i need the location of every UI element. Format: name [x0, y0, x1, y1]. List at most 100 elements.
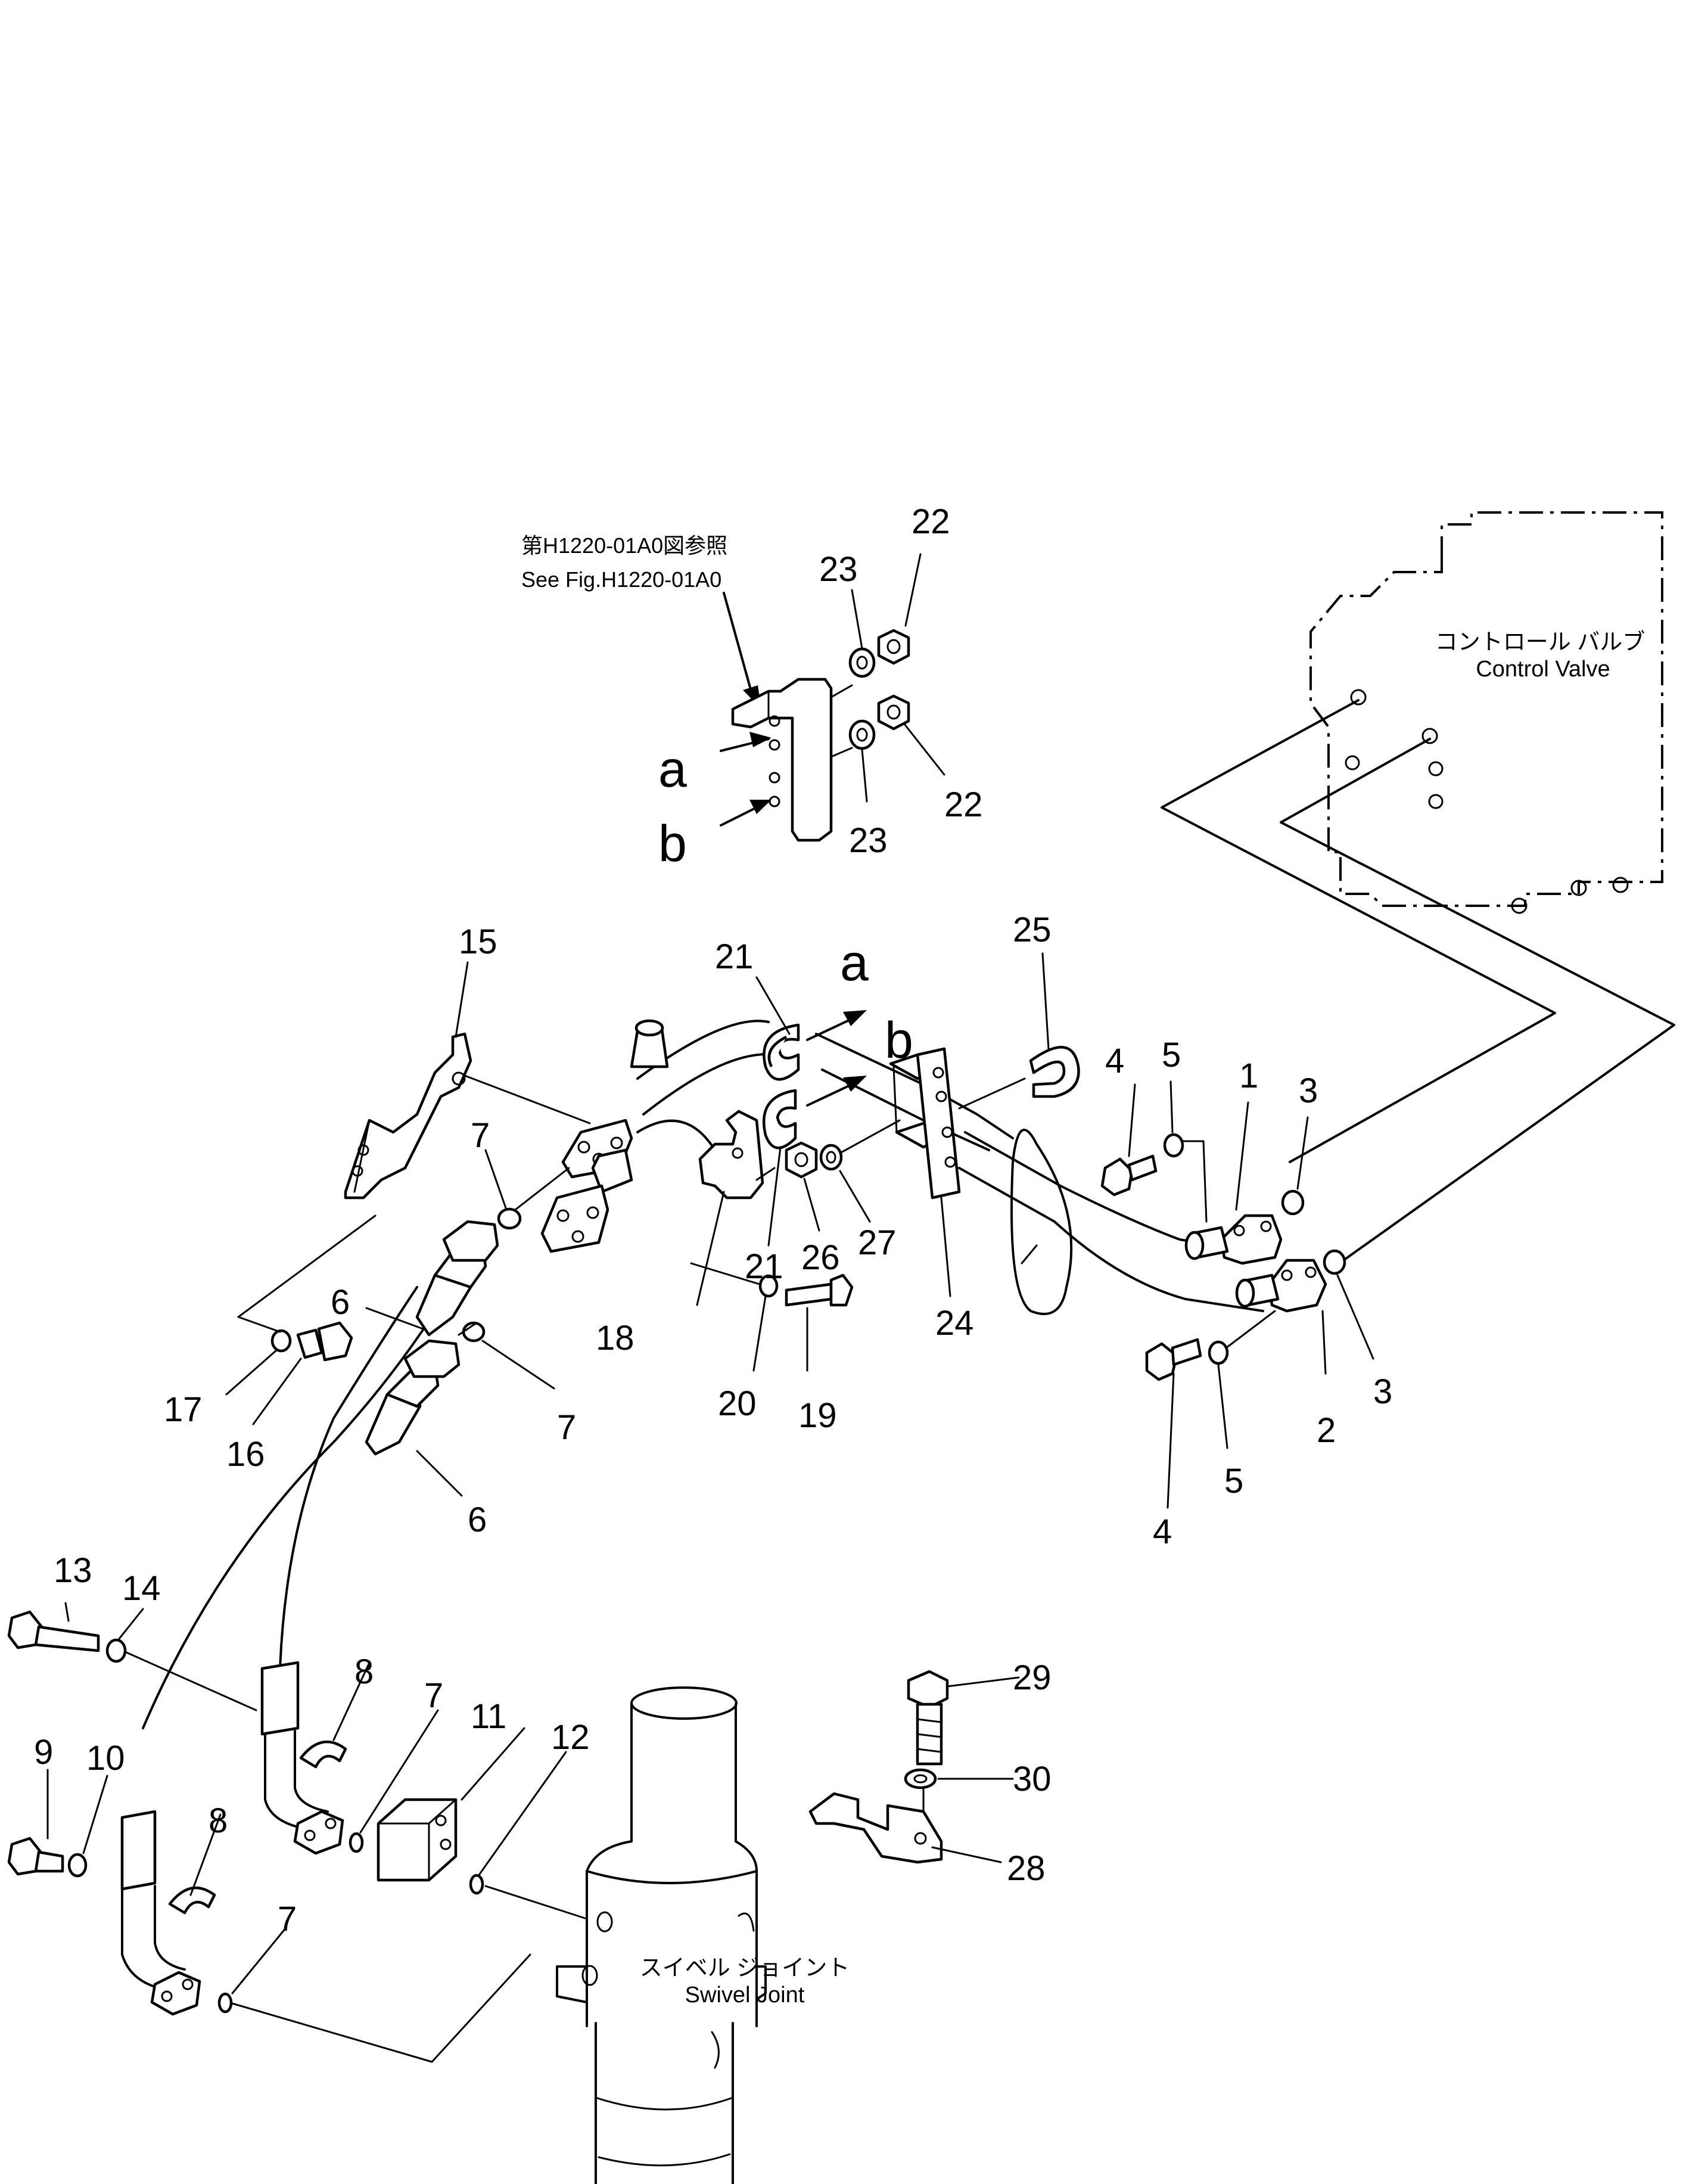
- o-ring-7-bottom: [217, 1992, 233, 2014]
- callout-3-lower: 3: [1373, 1372, 1392, 1411]
- callout-8-upper: 8: [354, 1652, 374, 1691]
- callout-1: 1: [1239, 1057, 1258, 1095]
- washer-20: [758, 1274, 779, 1298]
- reference-note-jp: 第H1220-01A0図参照: [521, 533, 727, 558]
- bolt-16: [296, 1328, 323, 1359]
- callout-7-center: 7: [471, 1116, 490, 1155]
- half-flange-8-lower: [168, 1886, 216, 1915]
- callout-23-upper: 23: [819, 550, 858, 589]
- bracket-detail: 第H1220-01A0図参照 See Fig.H1220-01A0 a b: [521, 533, 945, 872]
- callout-9: 9: [34, 1733, 53, 1772]
- washer-27: [819, 1144, 843, 1171]
- control-valve-label-en: Control Valve: [1476, 657, 1610, 682]
- callout-5-upper: 5: [1162, 1036, 1181, 1074]
- hose-end-lower: [120, 1810, 157, 1891]
- bolt-19: [785, 1282, 833, 1307]
- hose-end-upper: [260, 1661, 300, 1736]
- block-11: [377, 1798, 458, 1882]
- letter-a-bracket: a: [658, 741, 687, 798]
- o-ring-7-center: [497, 1207, 522, 1230]
- main-piping: a b: [142, 934, 1346, 1729]
- half-flange-8-upper: [299, 1740, 347, 1769]
- bracket-28: [808, 1792, 943, 1864]
- callout-5-lower: 5: [1224, 1462, 1243, 1500]
- callout-19: 19: [798, 1396, 837, 1435]
- bolt-4-lower: [1145, 1342, 1178, 1381]
- callout-7-bottom: 7: [278, 1900, 297, 1938]
- bolt-29-head: [907, 1670, 949, 1709]
- callout-10: 10: [86, 1739, 125, 1778]
- callout-15: 15: [459, 922, 497, 961]
- callout-11: 11: [471, 1697, 506, 1736]
- nut-22-lower: [877, 694, 910, 731]
- callout-16: 16: [226, 1435, 265, 1474]
- washer-10: [67, 1853, 88, 1878]
- callout-24: 24: [935, 1304, 974, 1343]
- letter-a-main: a: [840, 934, 869, 992]
- washer-5-upper: [1163, 1133, 1184, 1158]
- callout-21-upper: 21: [715, 937, 754, 976]
- bracket-28-group: [808, 1670, 1002, 1864]
- callout-6-upper: 6: [331, 1283, 350, 1322]
- callout-22-lower: 22: [944, 785, 983, 824]
- flange-1: [1220, 1214, 1283, 1265]
- callout-28: 28: [1007, 1849, 1046, 1888]
- swivel-joint: スイベル ジョイント Swivel Joint: [556, 1686, 850, 2184]
- u-bolt-21-lower: [762, 1089, 797, 1150]
- callout-21-lower: 21: [745, 1247, 783, 1286]
- flange-2: [1267, 1259, 1327, 1313]
- washer-14: [105, 1638, 127, 1663]
- washer-5-lower: [1208, 1340, 1229, 1365]
- reference-note-en: See Fig.H1220-01A0: [521, 567, 721, 592]
- elbow-flange-lower: [540, 1148, 633, 1253]
- callout-4-lower: 4: [1153, 1512, 1172, 1551]
- o-ring-12: [469, 1874, 484, 1895]
- callout-numbers: 1 2 3 3 4 4 5 5 6 6 7 7 7 7 8 8 9 10 11 …: [34, 502, 1392, 1938]
- callout-30: 30: [1013, 1760, 1052, 1798]
- washer-23-upper: [848, 647, 876, 678]
- callout-27: 27: [858, 1223, 897, 1262]
- o-ring-3-upper: [1281, 1189, 1305, 1216]
- callout-14: 14: [122, 1569, 161, 1608]
- callout-25: 25: [1013, 911, 1052, 949]
- callout-13: 13: [54, 1551, 92, 1590]
- clamp-plate-18: [698, 1110, 764, 1200]
- callout-3-upper: 3: [1299, 1071, 1318, 1110]
- u-bolt-25: [1029, 1046, 1080, 1098]
- callout-29: 29: [1013, 1658, 1052, 1697]
- valve-connection-lines: [1161, 699, 1675, 1262]
- o-ring-3-lower: [1323, 1249, 1346, 1275]
- bracket: [731, 678, 833, 842]
- nut-26: [785, 1141, 818, 1179]
- callout-18: 18: [596, 1319, 634, 1357]
- grommet-shield: [1010, 1129, 1073, 1315]
- callout-7-mid: 7: [424, 1676, 443, 1715]
- leader-lines: [46, 952, 1374, 1995]
- callout-20: 20: [718, 1384, 757, 1423]
- nut-22-upper: [877, 629, 910, 665]
- swivel-joint-label-jp: スイベル ジョイント: [640, 1956, 850, 1981]
- bolt-4-upper: [1100, 1157, 1134, 1197]
- callout-26: 26: [801, 1238, 840, 1277]
- washer-17: [270, 1329, 292, 1353]
- callout-6-lower: 6: [468, 1500, 487, 1539]
- callout-12: 12: [551, 1718, 590, 1757]
- lower-fittings: [7, 1610, 588, 2063]
- letter-b-bracket: b: [658, 815, 687, 872]
- callout-4-upper: 4: [1105, 1042, 1124, 1080]
- callout-23-lower: 23: [849, 821, 888, 860]
- callout-17: 17: [164, 1390, 203, 1429]
- callout-2: 2: [1317, 1411, 1336, 1450]
- control-valve: コントロール バルブ Control Valve: [1309, 511, 1663, 914]
- callout-7-left: 7: [557, 1408, 576, 1447]
- o-ring-7-mid: [349, 1832, 364, 1853]
- swivel-joint-label-en: Swivel Joint: [685, 1983, 805, 2008]
- control-valve-label-jp: コントロール バルブ: [1435, 630, 1645, 655]
- washer-30: [904, 1768, 937, 1790]
- washer-23-lower: [848, 719, 876, 750]
- callout-8-lower: 8: [209, 1801, 228, 1840]
- callout-22-upper: 22: [912, 502, 950, 541]
- clamp-24: [889, 1047, 961, 1200]
- bracket-15: [344, 1032, 472, 1200]
